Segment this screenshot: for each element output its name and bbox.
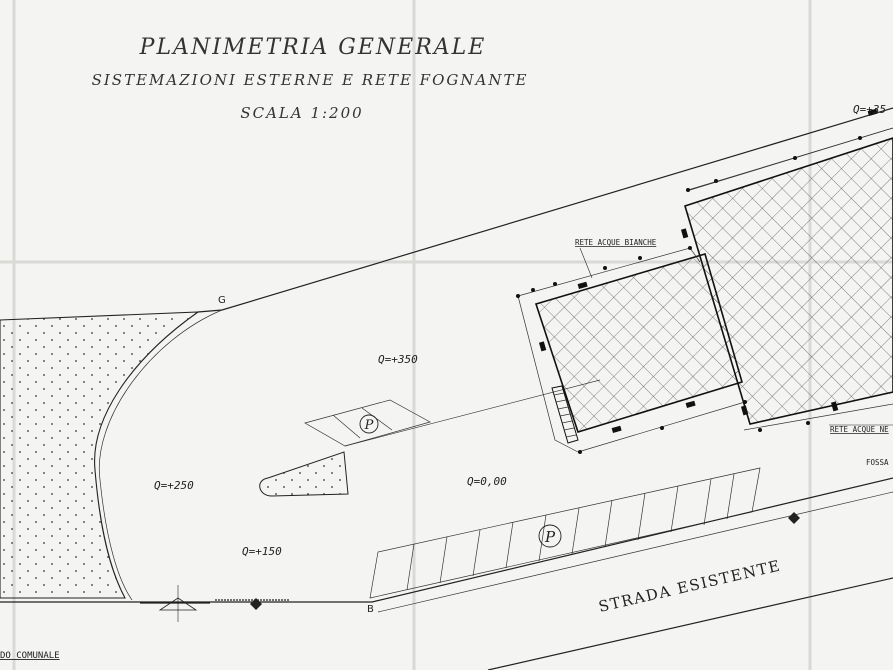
parking-upper-sign: [359, 414, 379, 434]
parking-lower: [369, 467, 761, 599]
label-white-water: RETE ACQUE BIANCHE: [575, 238, 657, 247]
flow-arrow-road-right: [788, 512, 800, 524]
stairs: [551, 385, 579, 444]
parking-upper-label: P: [364, 418, 374, 433]
plan-title: PLANIMETRIA GENERALE: [139, 35, 487, 60]
elevation-center: Q=+350: [378, 353, 418, 366]
parking-lower-sign: [538, 524, 562, 548]
point-g-label: G: [218, 295, 226, 306]
traffic-island: [259, 451, 349, 497]
label-pit: FOSSA: [866, 458, 889, 467]
parking-upper: [304, 379, 601, 447]
leader-white-water: [579, 247, 593, 279]
green-area-left: [0, 311, 200, 599]
elevation-top-right: Q=+35: [853, 103, 886, 116]
road-municipal-label: DO COMUNALE: [0, 651, 60, 661]
elevation-left: Q=+250: [154, 479, 194, 492]
courtyard-curve: [98, 309, 223, 601]
road-edges: [0, 477, 893, 670]
flow-arrows-building: [538, 108, 878, 433]
building-2: [684, 137, 893, 425]
elevation-bottom-left: Q=+150: [242, 545, 282, 558]
road-existing-label: STRADA ESISTENTE: [597, 556, 783, 615]
label-black-water: RETE ACQUE NE: [830, 425, 889, 434]
plan-scale: SCALA 1:200: [240, 104, 363, 122]
flow-arrow-road-left: [250, 598, 262, 610]
plan-subtitle: SISTEMAZIONI ESTERNE E RETE FOGNANTE: [92, 71, 529, 89]
point-b-label: B: [367, 604, 374, 615]
parking-lower-label: P: [544, 528, 556, 546]
drainage-nodes: [516, 136, 862, 454]
elevation-courtyard: Q=0,00: [467, 475, 507, 488]
